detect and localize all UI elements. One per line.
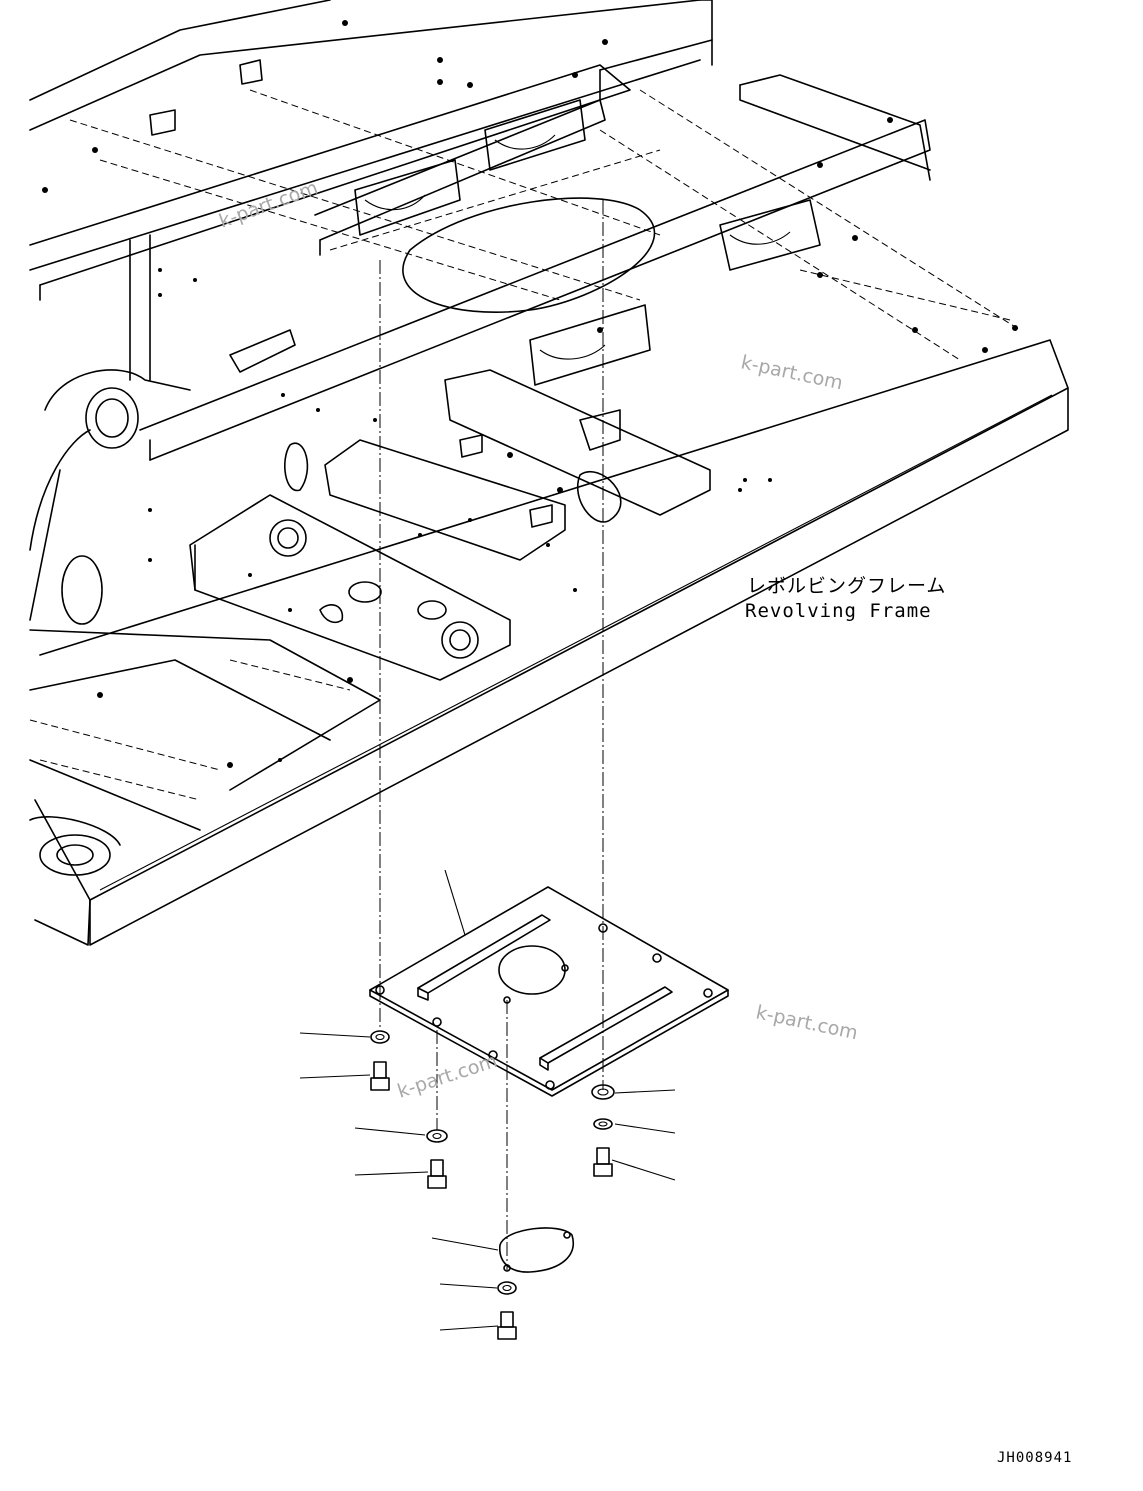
assembly-chain-lines [379, 200, 604, 1270]
drawing-code: JH008941 [997, 1450, 1072, 1466]
watermark-3: k-part.com [754, 1001, 860, 1044]
hardware-washers-bolts [299, 1030, 676, 1340]
under-cover-plate [369, 869, 729, 1097]
frame-label-japanese: レボルビングフレーム [747, 575, 946, 597]
revolving-frame-drawing [29, 0, 1069, 946]
watermark-2: k-part.com [739, 351, 845, 394]
watermark-4: k-part.com [395, 1050, 500, 1103]
watermark-1: k-part.com [216, 177, 321, 233]
frame-label-english: Revolving Frame [745, 600, 932, 622]
